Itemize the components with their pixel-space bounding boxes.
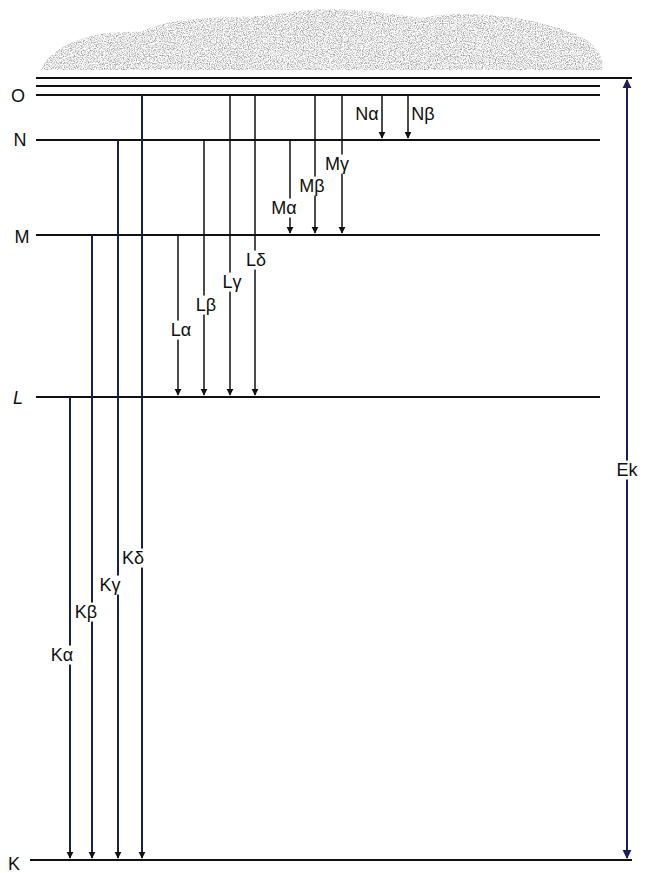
line-label: Nα: [354, 105, 379, 124]
k-delta-arrow: [141, 95, 143, 858]
transition-arrows: [70, 95, 408, 858]
l-level-line: [36, 396, 600, 398]
line-label: Lγ: [221, 273, 242, 292]
k-level-line: [30, 859, 632, 861]
energy-levels: [30, 78, 632, 860]
line-label: Lβ: [195, 296, 217, 315]
shell-label: K: [7, 855, 21, 873]
n-level-line: [36, 139, 600, 141]
energy-label: Ek: [615, 461, 638, 480]
o-level-line: [36, 85, 600, 87]
line-label: Mβ: [298, 177, 325, 196]
continuum-cloud: [40, 9, 603, 70]
shell-label: M: [14, 228, 31, 247]
m-alpha-arrow: [289, 140, 291, 233]
m-beta-arrow: [314, 95, 316, 233]
k-alpha-arrow: [69, 397, 71, 858]
l-delta-arrow: [254, 95, 256, 395]
shell-label: N: [13, 131, 28, 150]
k-gamma-arrow: [117, 140, 119, 858]
line-label: Nβ: [410, 105, 435, 124]
o-level-line: [36, 94, 600, 96]
n-beta-arrow: [407, 95, 409, 138]
line-label: Kβ: [74, 603, 98, 622]
l-beta-arrow: [203, 140, 205, 395]
line-label: Lα: [170, 321, 192, 340]
shell-label: L: [12, 389, 24, 408]
k-beta-arrow: [91, 235, 93, 858]
m-level-line: [36, 234, 600, 236]
line-label: Kγ: [98, 576, 121, 595]
shell-label: O: [10, 87, 26, 106]
line-label: Mα: [270, 199, 297, 218]
line-label: Lδ: [245, 251, 267, 270]
l-gamma-arrow: [229, 95, 231, 395]
n-alpha-arrow: [381, 95, 383, 138]
line-label: Mγ: [324, 155, 350, 174]
line-label: Kα: [50, 646, 74, 665]
o-level-line: [36, 77, 632, 79]
l-alpha-arrow: [177, 235, 179, 395]
line-label: Kδ: [121, 549, 145, 568]
